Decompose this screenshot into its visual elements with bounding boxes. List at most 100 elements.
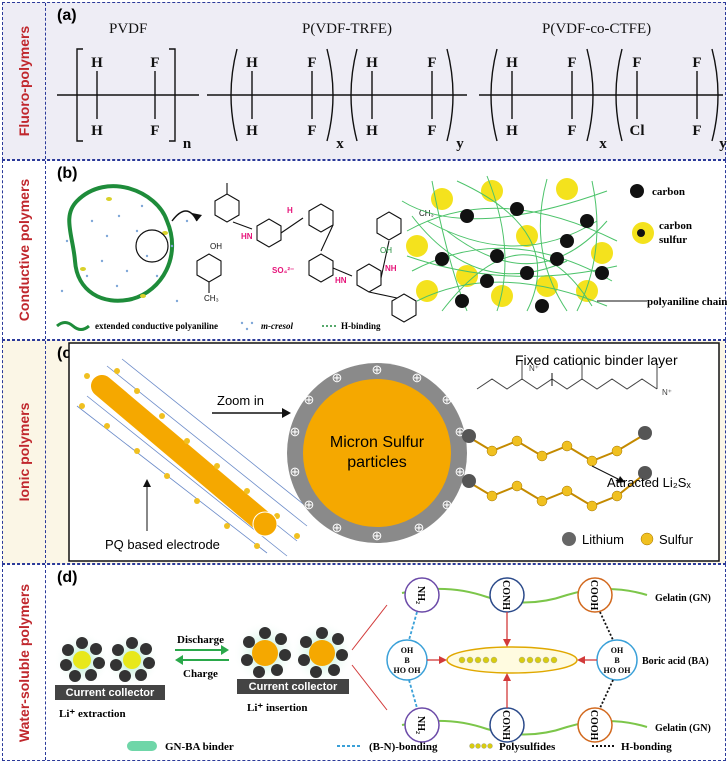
atom: H [366, 123, 378, 139]
conductive-diagram: OH CH₃ CH₃ OH HN H SO₄²⁻ HN NH [56, 175, 727, 331]
carbon-core-marker [637, 229, 645, 237]
atom: F [632, 55, 641, 71]
legend-mcresol: m-cresol [261, 321, 293, 331]
mcresol-legend-marker [240, 321, 254, 331]
binder-legend-marker [127, 741, 157, 751]
legend-polysulfides: Polysulfides [499, 741, 556, 753]
atom: H [91, 123, 103, 139]
boh-left-oh: OH [401, 646, 414, 655]
panel-label-b: (b) [57, 165, 78, 182]
lithium-legend-marker [562, 532, 576, 546]
cation: ⊕ [455, 464, 466, 479]
polyaniline-chain-label: polyaniline chain [647, 296, 727, 308]
micron-label-2: particles [347, 454, 407, 471]
cation: ⊕ [442, 497, 453, 512]
atom: F [567, 123, 576, 139]
conh-top: CONH [500, 580, 511, 610]
boh-right-b: B [614, 656, 620, 665]
cooh-bottom: COOH [588, 710, 599, 741]
mol-hn-2: HN [335, 276, 347, 285]
atom: F [150, 55, 159, 71]
side-label-text: Ionic polymers [16, 402, 32, 502]
conh-bottom: CONH [500, 710, 511, 740]
cation-charges: ⊕ ⊕ ⊕ ⊕ ⊕ ⊕ ⊕ ⊕ ⊕ ⊕ ⊕ ⊕ ⊕ ⊕ [290, 362, 466, 543]
atom: F [427, 123, 436, 139]
panel-b: (b) [47, 161, 727, 339]
atom: F [567, 55, 576, 71]
boh-left-hooh: HO OH [394, 666, 422, 675]
panel-a: (a) PVDF P(VDF [47, 3, 727, 159]
polysulfide-legend-marker [469, 743, 493, 749]
cation: ⊕ [290, 424, 301, 439]
side-label-water: Water-soluble polymers [3, 565, 46, 760]
panel-c: (c) PQ based electrode [47, 341, 725, 563]
attracted-label: Attracted Li₂Sₓ [607, 475, 691, 490]
water-soluble-diagram: Current collector Li⁺ extraction Dischar… [54, 577, 711, 753]
cation: ⊕ [290, 464, 301, 479]
attracted-pointer-head [617, 476, 625, 483]
atom: F [307, 55, 316, 71]
cation: ⊕ [304, 497, 315, 512]
charge-label: Charge [183, 668, 218, 680]
legend-carbon: carbon [652, 186, 685, 198]
zoom-in-label: Zoom in [217, 393, 264, 408]
cooh-top: COOH [588, 580, 599, 611]
side-label-text: Fluoro-polymers [16, 25, 32, 137]
cation: ⊕ [332, 520, 343, 535]
legend-binder: GN-BA binder [165, 741, 234, 753]
row-ionic-polymers: Ionic polymers (c) P [2, 340, 726, 564]
discharge-arrow-head [221, 645, 229, 655]
atom: F [150, 123, 159, 139]
li-extraction-label: Li⁺ extraction [59, 708, 126, 720]
cation: ⊕ [442, 392, 453, 407]
legend-carbon-2: carbon [659, 220, 692, 232]
binder-structure [476, 361, 658, 390]
polysulfide-ellipse [446, 646, 578, 674]
cooh-top-circle [577, 577, 613, 613]
attracted-pointer [591, 465, 623, 482]
atom: F [427, 55, 436, 71]
current-collector-right [237, 679, 349, 694]
boric-acid-label: Boric acid (BA) [642, 656, 709, 667]
mol-ch3-1: CH₃ [204, 294, 219, 303]
atom: H [506, 123, 518, 139]
subscript: n [183, 136, 192, 152]
gelatin-top-label: Gelatin (GN) [655, 593, 711, 604]
side-label-text: Conductive polymers [16, 178, 32, 322]
legend-sulfur-c: Sulfur [659, 532, 694, 547]
panel-label-d: (d) [57, 569, 78, 586]
mol-oh-2: OH [380, 246, 392, 255]
collector-left-label: Current collector [66, 687, 155, 699]
boh-right-hooh: HO OH [604, 666, 632, 675]
row-conductive-polymers: Conductive polymers (b) [2, 160, 727, 340]
subscript: x [336, 136, 344, 152]
atom: F [692, 55, 701, 71]
electrode-pointer-head [143, 479, 151, 487]
cation: ⊕ [414, 520, 425, 535]
side-label-text: Water-soluble polymers [16, 583, 32, 742]
subscript: y [719, 136, 727, 152]
h-bond-top [599, 611, 614, 641]
discharge-label: Discharge [177, 634, 224, 646]
micron-sulfur-particle [303, 379, 451, 527]
nh2-bottom-circle [404, 707, 440, 743]
zoom-line-top [351, 604, 388, 651]
cooh-bottom-circle [577, 707, 613, 743]
binder-n-plus-2: N⁺ [662, 388, 672, 397]
collector-right-label: Current collector [249, 681, 338, 693]
row-fluoro-polymers: Fluoro-polymers (a) [2, 2, 727, 160]
legend-bn: (B-N)-bonding [369, 741, 438, 753]
gelatin-bottom-label: Gelatin (GN) [655, 723, 711, 734]
cation: ⊕ [412, 370, 423, 385]
micron-label-1: Micron Sulfur [330, 434, 425, 451]
nh2-top-circle [404, 577, 440, 613]
ionic-diagram: PQ based electrode Zoom in ⊕ ⊕ ⊕ ⊕ ⊕ ⊕ ⊕… [68, 342, 720, 562]
polysulfide-beads [458, 656, 558, 664]
atom: Cl [630, 123, 645, 139]
subscript: y [456, 136, 464, 152]
polyaniline-blob [60, 184, 202, 303]
zoom-arrow-head [282, 408, 291, 418]
atom: H [246, 123, 258, 139]
mol-h: H [287, 206, 293, 215]
legend-sulfur: sulfur [659, 234, 687, 246]
